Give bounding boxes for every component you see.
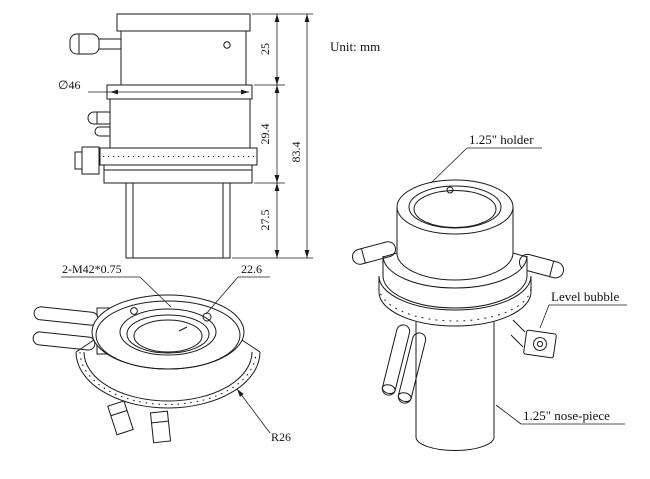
iso-view — [351, 179, 564, 451]
top-view — [32, 294, 261, 444]
knurl-band-hatching — [378, 286, 532, 322]
level-bubble-label: Level bubble — [551, 289, 619, 304]
unit-note: Unit: mm — [330, 39, 380, 54]
serrated-edge-hatching — [79, 351, 257, 405]
nose-piece — [415, 322, 495, 451]
left-thumbscrew — [351, 241, 397, 265]
thread-spec-label: 2-M42*0.75 — [62, 262, 122, 276]
guide-tube-1 — [381, 324, 411, 396]
height-total-dim-label: 83.4 — [289, 142, 303, 163]
height-bottom-dim-label: 27.5 — [258, 210, 272, 231]
radius-dim-label: R26 — [271, 430, 291, 444]
offset-dim-label: 22.6 — [241, 262, 262, 276]
diameter-dim-label: ∅46 — [58, 78, 80, 92]
side-view-dimensions — [88, 13, 313, 259]
annotation-leaders — [61, 147, 627, 434]
right-thumbscrew — [518, 253, 564, 279]
holder-collar — [378, 179, 532, 327]
side-view — [69, 13, 258, 259]
nose-piece-label: 1.25" nose-piece — [523, 408, 610, 423]
height-mid-dim-label: 29.4 — [258, 124, 272, 145]
level-bubble-unit — [510, 319, 557, 359]
guide-tube-2 — [397, 332, 427, 404]
height-top-dim-label: 25 — [258, 43, 272, 55]
holder-label: 1.25" holder — [469, 132, 534, 147]
